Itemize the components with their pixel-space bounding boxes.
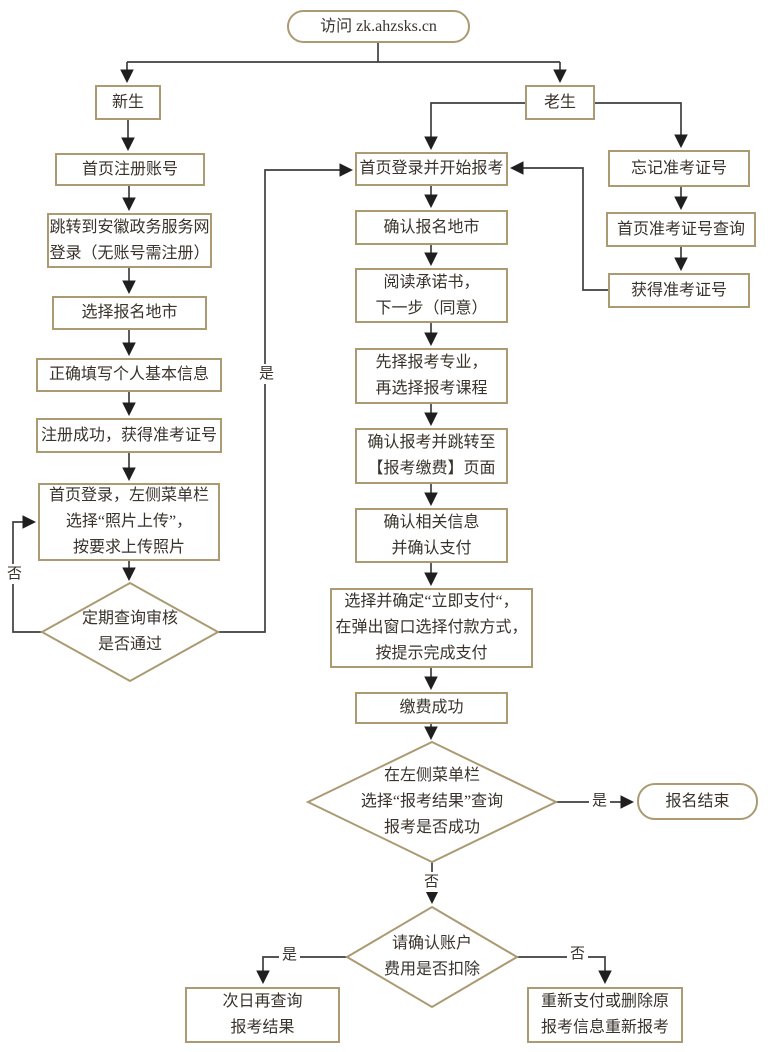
node-register-account-label: 首页注册账号 <box>81 160 178 178</box>
edge-d3-yes-b1 <box>256 956 347 985</box>
decision-fee-label: 请确认账户费用是否扣除 <box>383 935 480 978</box>
node-register-success-label: 注册成功，获得准考证号 <box>40 426 217 444</box>
node-forgot-ticket: 忘记准考证号 <box>608 150 750 187</box>
node-repay-or-delete-label: 重新支付或删除原报考信息重新报考 <box>540 993 669 1036</box>
node-old-student-label: 老生 <box>543 93 576 111</box>
edge-label-d2-yes: 是 <box>589 791 611 811</box>
end-terminal-label: 报名结束 <box>665 792 730 810</box>
node-read-pledge-label: 阅读承诺书，下一步（同意） <box>375 273 488 317</box>
edge-d1-yes-m1 <box>218 163 354 633</box>
node-register-account: 首页注册账号 <box>55 153 205 186</box>
edge-label-d2-no: 否 <box>421 872 443 892</box>
node-confirm-payment-info: 确认相关信息并确认支付 <box>355 508 508 563</box>
start-terminal: 访问 zk.ahzsks.cn <box>287 10 470 43</box>
edge-laosheng-m1 <box>424 102 525 151</box>
decision-result-label: 在左侧菜单栏选择“报考结果”查询报考是否成功 <box>360 767 504 836</box>
node-get-ticket: 获得准考证号 <box>608 273 750 308</box>
node-pay-now-label: 选择并确定“立即支付“，在弹出窗口选择付款方式，按提示完成支付 <box>335 593 528 662</box>
node-gov-login: 跳转到安徽政务服务网登录（无账号需注册） <box>47 213 212 268</box>
node-query-next-day: 次日再查询报考结果 <box>185 987 340 1043</box>
edge-laosheng-r1 <box>595 102 688 149</box>
edge-d3-no-b2 <box>517 956 612 985</box>
decision-result-shape <box>305 740 559 864</box>
node-get-ticket-label: 获得准考证号 <box>630 281 727 299</box>
edge-label-d3-no: 否 <box>567 944 589 964</box>
node-choose-city-label: 选择报名地市 <box>81 304 178 321</box>
edge-r3-m1 <box>509 161 608 291</box>
decision-fee: 请确认账户费用是否扣除 <box>342 928 522 986</box>
node-old-student: 老生 <box>525 85 595 120</box>
node-forgot-ticket-label: 忘记准考证号 <box>630 159 727 177</box>
node-login-apply-label: 首页登录并开始报考 <box>359 160 504 177</box>
node-register-success: 注册成功，获得准考证号 <box>36 418 222 453</box>
edge-label-d1-yes: 是 <box>256 364 278 384</box>
node-confirm-jump-pay-label: 确认报考并跳转至【报考缴费】页面 <box>367 434 496 477</box>
node-confirm-payment-info-label: 确认相关信息并确认支付 <box>383 513 480 557</box>
node-upload-photo: 首页登录，左侧菜单栏选择“照片上传”，按要求上传照片 <box>38 483 220 561</box>
node-confirm-city-label: 确认报名地市 <box>383 218 480 236</box>
node-pay-success-label: 缴费成功 <box>399 699 464 716</box>
node-confirm-city: 确认报名地市 <box>355 210 508 245</box>
node-new-student-label: 新生 <box>111 93 144 111</box>
end-terminal: 报名结束 <box>637 783 758 820</box>
node-new-student: 新生 <box>95 85 161 120</box>
node-ticket-query-label: 首页准考证号查询 <box>616 220 745 238</box>
node-repay-or-delete: 重新支付或删除原报考信息重新报考 <box>527 987 683 1043</box>
node-choose-major-course: 先择报考专业，再选择报考课程 <box>355 348 508 404</box>
decision-result: 在左侧菜单栏选择“报考结果”查询报考是否成功 <box>322 762 542 842</box>
node-login-apply: 首页登录并开始报考 <box>355 152 508 186</box>
node-choose-major-course-label: 先择报考专业，再选择报考课程 <box>375 354 488 397</box>
node-query-next-day-label: 次日再查询报考结果 <box>222 993 303 1036</box>
node-fill-info: 正确填写个人基本信息 <box>36 358 222 392</box>
node-choose-city: 选择报名地市 <box>52 296 207 330</box>
node-confirm-jump-pay: 确认报考并跳转至【报考缴费】页面 <box>355 428 508 484</box>
node-fill-info-label: 正确填写个人基本信息 <box>48 366 209 383</box>
node-gov-login-label: 跳转到安徽政务服务网登录（无账号需注册） <box>49 218 210 262</box>
edge-label-d1-no: 否 <box>4 564 26 584</box>
decision-audit: 定期查询审核是否通过 <box>40 600 220 664</box>
edge-label-d3-yes: 是 <box>279 945 301 965</box>
decision-audit-label: 定期查询审核是否通过 <box>81 610 178 653</box>
decision-fee-shape <box>345 905 519 1009</box>
start-terminal-label: 访问 zk.ahzsks.cn <box>320 17 437 35</box>
node-read-pledge: 阅读承诺书，下一步（同意） <box>355 268 508 323</box>
node-ticket-query: 首页准考证号查询 <box>606 212 756 247</box>
decision-audit-shape <box>39 581 221 683</box>
node-pay-now: 选择并确定“立即支付“，在弹出窗口选择付款方式，按提示完成支付 <box>330 588 533 668</box>
node-upload-photo-label: 首页登录，左侧菜单栏选择“照片上传”，按要求上传照片 <box>48 487 209 556</box>
node-pay-success: 缴费成功 <box>355 692 508 724</box>
